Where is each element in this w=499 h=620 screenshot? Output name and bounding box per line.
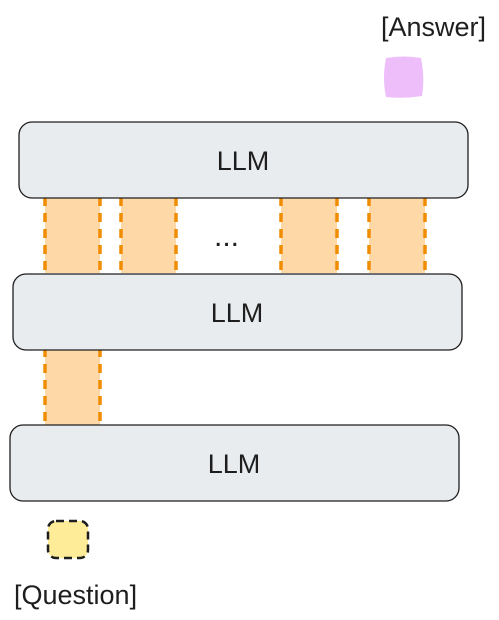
connector-upper-1 <box>45 197 100 273</box>
connector-group-lower <box>43 348 102 426</box>
question-label: [Question] <box>14 580 137 610</box>
question-token <box>46 519 90 560</box>
connector-upper-3 <box>281 197 337 273</box>
llm-block-top-label: LLM <box>217 146 270 176</box>
llm-block-middle: LLM <box>12 273 463 351</box>
llm-block-top: LLM <box>18 121 469 199</box>
connector-group-upper <box>43 197 427 273</box>
llm-block-bottom-label: LLM <box>208 449 261 479</box>
llm-block-top-box <box>18 121 469 199</box>
llm-block-bottom: LLM <box>9 424 460 502</box>
ellipsis: ... <box>214 220 239 253</box>
llm-block-middle-box <box>12 273 463 351</box>
llm-block-middle-label: LLM <box>211 298 264 328</box>
connector-upper-2 <box>121 197 176 273</box>
connector-lower-1 <box>45 348 100 426</box>
answer-token <box>384 56 424 98</box>
connector-upper-4 <box>369 197 425 273</box>
llm-block-bottom-box <box>9 424 460 502</box>
answer-label: [Answer] <box>381 12 486 42</box>
